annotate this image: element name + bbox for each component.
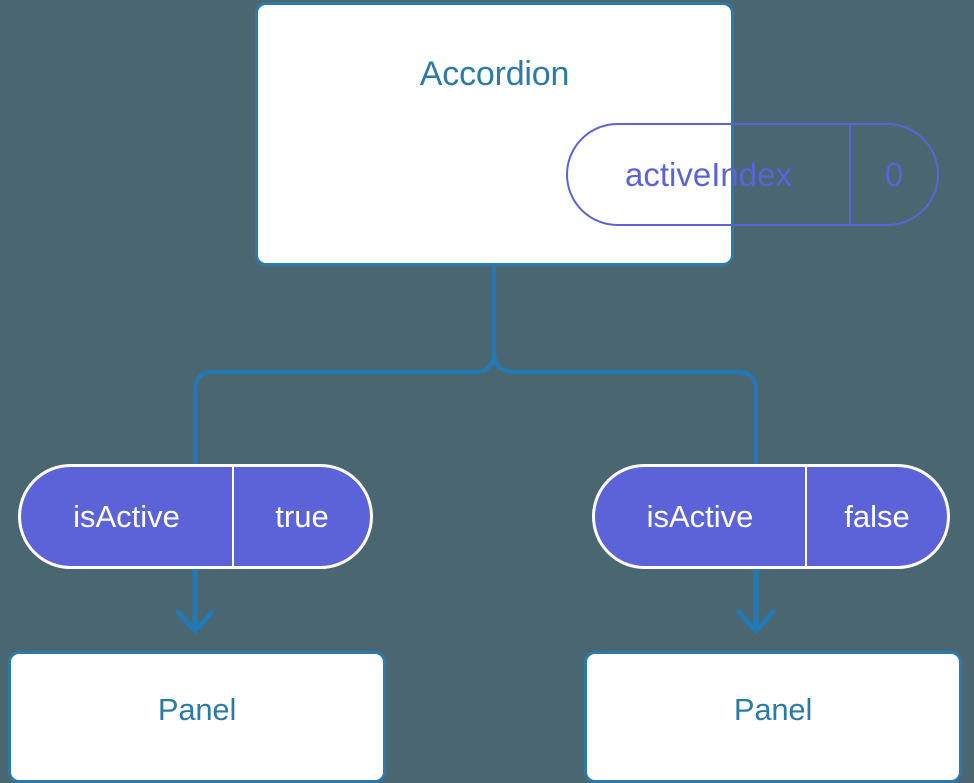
active-index-key: activeIndex (568, 125, 851, 224)
arrow-down-right-icon (736, 569, 776, 634)
is-active-pill-right[interactable]: isActive false (592, 464, 950, 569)
accordion-title: Accordion (419, 55, 570, 93)
connector-branch-right (492, 351, 758, 466)
panel-component-card-left[interactable]: Panel (8, 651, 386, 783)
active-index-state-pill[interactable]: activeIndex 0 (566, 123, 939, 226)
is-active-pill-left[interactable]: isActive true (18, 464, 373, 569)
is-active-key-left: isActive (21, 467, 234, 566)
is-active-value-right: false (844, 498, 910, 534)
arrow-down-left-icon (175, 569, 215, 634)
panel-component-card-right[interactable]: Panel (584, 651, 962, 783)
is-active-value-left: true (275, 498, 329, 534)
accordion-component-card[interactable]: Accordion activeIndex 0 (255, 2, 939, 266)
is-active-key-right: isActive (595, 467, 807, 566)
panel-title-right: Panel (733, 692, 813, 727)
panel-title-left: Panel (157, 692, 237, 727)
connector-branch-left (193, 351, 496, 466)
active-index-value: 0 (884, 155, 904, 193)
